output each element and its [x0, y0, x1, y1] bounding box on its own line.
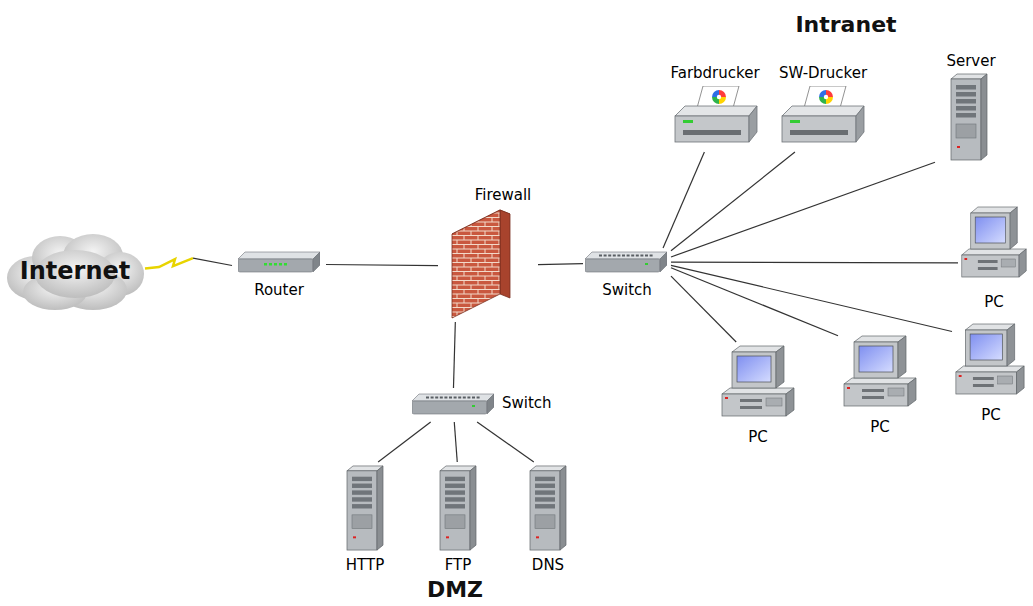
network-cable: [663, 152, 704, 248]
firewall-wall: Firewall: [438, 186, 538, 322]
pc-icon: [842, 334, 918, 410]
pc-workstation: PC: [952, 320, 1030, 426]
network-cable: [454, 422, 457, 462]
device-label: HTTP: [335, 556, 395, 574]
network-cable: [671, 265, 952, 331]
switch-device: Switch: [408, 388, 558, 422]
wan-link: [145, 258, 232, 268]
network-cable: [326, 265, 438, 266]
network-cable: [477, 422, 534, 462]
device-label: Firewall: [468, 186, 538, 204]
device-label: Switch: [502, 394, 552, 412]
device-label: SW-Drucker: [768, 64, 878, 82]
server-icon: [438, 464, 478, 552]
pc-workstation: PC: [958, 203, 1030, 315]
zone-heading: Intranet: [780, 12, 912, 38]
router-icon: [238, 250, 320, 276]
network-cable: [538, 263, 583, 265]
http-server: HTTP: [335, 462, 395, 574]
switch-device: Switch: [583, 248, 671, 302]
device-label: Farbdrucker: [655, 64, 775, 82]
pc-icon: [960, 205, 1028, 281]
printer-icon: [673, 86, 759, 148]
device-label: PC: [838, 418, 922, 436]
network-cable: [453, 322, 455, 388]
firewall-icon: [446, 208, 516, 320]
network-cable: [671, 268, 838, 336]
server-icon: [345, 464, 385, 552]
network-cable: [378, 422, 431, 462]
bw-printer: SW-Drucker: [768, 62, 878, 152]
printer-icon: [780, 86, 866, 148]
device-label: Router: [232, 281, 326, 299]
device-label: PC: [716, 428, 800, 446]
pc-icon: [720, 344, 796, 420]
server-icon: [528, 464, 568, 552]
pc-icon: [954, 322, 1026, 398]
server-tower: Server: [935, 50, 1007, 164]
network-cable: [671, 152, 795, 251]
switch-icon: [585, 250, 667, 276]
pc-workstation: PC: [716, 342, 800, 448]
switch-icon: [412, 392, 494, 418]
network-cable: [671, 162, 935, 257]
device-label: PC: [958, 293, 1030, 311]
zone-heading: DMZ: [400, 577, 510, 603]
router-device: Router: [232, 248, 326, 302]
device-label: Switch: [583, 281, 671, 299]
ftp-server: FTP: [428, 462, 488, 574]
device-label: PC: [952, 406, 1030, 424]
pc-workstation: PC: [838, 332, 922, 438]
network-cable: [671, 276, 736, 342]
server-icon: [949, 72, 989, 162]
device-label: FTP: [428, 556, 488, 574]
device-label: DNS: [518, 556, 578, 574]
dns-server: DNS: [518, 462, 578, 574]
network-cable: [671, 262, 958, 264]
device-label: Internet: [5, 257, 145, 285]
color-printer: Farbdrucker: [655, 62, 775, 152]
internet-cloud: Internet: [5, 230, 145, 312]
device-label: Server: [935, 52, 1007, 70]
